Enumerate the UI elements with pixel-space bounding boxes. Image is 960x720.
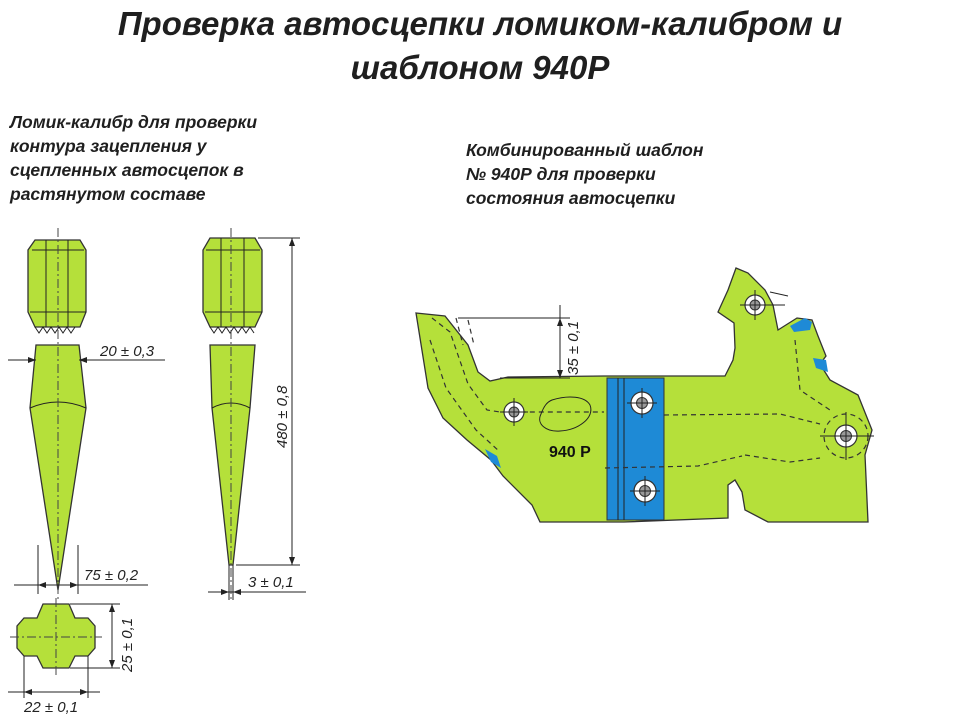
template-marking-940r: 940 Р: [549, 444, 591, 461]
crowbar-caption-line-3: сцепленных автосцепок в: [10, 160, 244, 180]
dim-label-height-total: 480 ± 0,8: [274, 385, 291, 448]
dimension-width-top: 20 ± 0,3: [8, 343, 165, 363]
page-title-line-2: шаблоном 940Р: [350, 49, 610, 86]
rivet-top-hook: [740, 290, 789, 320]
rivet-right-dashed: [820, 412, 874, 460]
page-title: Проверка автосцепки ломиком-калибром и ш…: [0, 2, 960, 90]
template-caption-line-2: № 940Р для проверки: [466, 164, 656, 184]
crowbar-side-head: [202, 237, 263, 334]
crowbar-cross-section: [10, 598, 102, 676]
rivet-left: [500, 398, 528, 426]
crowbar-gauge-caption: Ломик-калибр для проверки контура зацепл…: [10, 110, 257, 206]
dim-label-width-mid: 75 ± 0,2: [84, 567, 139, 584]
crowbar-front-view: [27, 228, 87, 600]
page-title-line-1: Проверка автосцепки ломиком-калибром и: [117, 5, 843, 42]
template-940r-caption: Комбинированный шаблон № 940Р для провер…: [466, 138, 703, 210]
dim-label-width-tip: 3 ± 0,1: [248, 574, 294, 591]
dimension-height-total: 480 ± 0,8: [236, 237, 300, 566]
dim-label-section-height: 25 ± 0,1: [119, 618, 136, 673]
dimension-width-mid: 75 ± 0,2: [14, 545, 148, 594]
template-blue-notch-top: [790, 318, 812, 332]
dimension-section-height: 25 ± 0,1: [70, 603, 136, 673]
rivet-strip-top: [627, 388, 657, 418]
crowbar-caption-line-4: растянутом составе: [10, 184, 206, 204]
crowbar-side-shaft: [209, 344, 256, 566]
template-blue-edge-left: [485, 449, 501, 468]
template-caption-line-1: Комбинированный шаблон: [466, 140, 704, 160]
dim-label-template-height: 35 ± 0,1: [565, 321, 582, 375]
template-940r: 940 Р: [415, 267, 874, 523]
dim-label-width-top: 20 ± 0,3: [99, 343, 155, 360]
rivet-strip-bottom: [630, 476, 660, 506]
template-oval-mark: [539, 396, 592, 432]
dim-label-section-width: 22 ± 0,1: [23, 699, 78, 716]
crowbar-caption-line-2: контура зацепления у: [10, 136, 207, 156]
template-blue-notch-right: [813, 358, 828, 372]
crowbar-caption-line-1: Ломик-калибр для проверки: [10, 112, 258, 132]
crowbar-front-head: [27, 239, 87, 334]
dimension-width-tip: 3 ± 0,1: [208, 565, 306, 600]
dimension-section-width: 22 ± 0,1: [8, 656, 100, 716]
dimension-template-height: 35 ± 0,1: [458, 305, 582, 379]
crowbar-side-view: [202, 228, 263, 600]
template-caption-line-3: состояния автосцепки: [466, 188, 676, 208]
